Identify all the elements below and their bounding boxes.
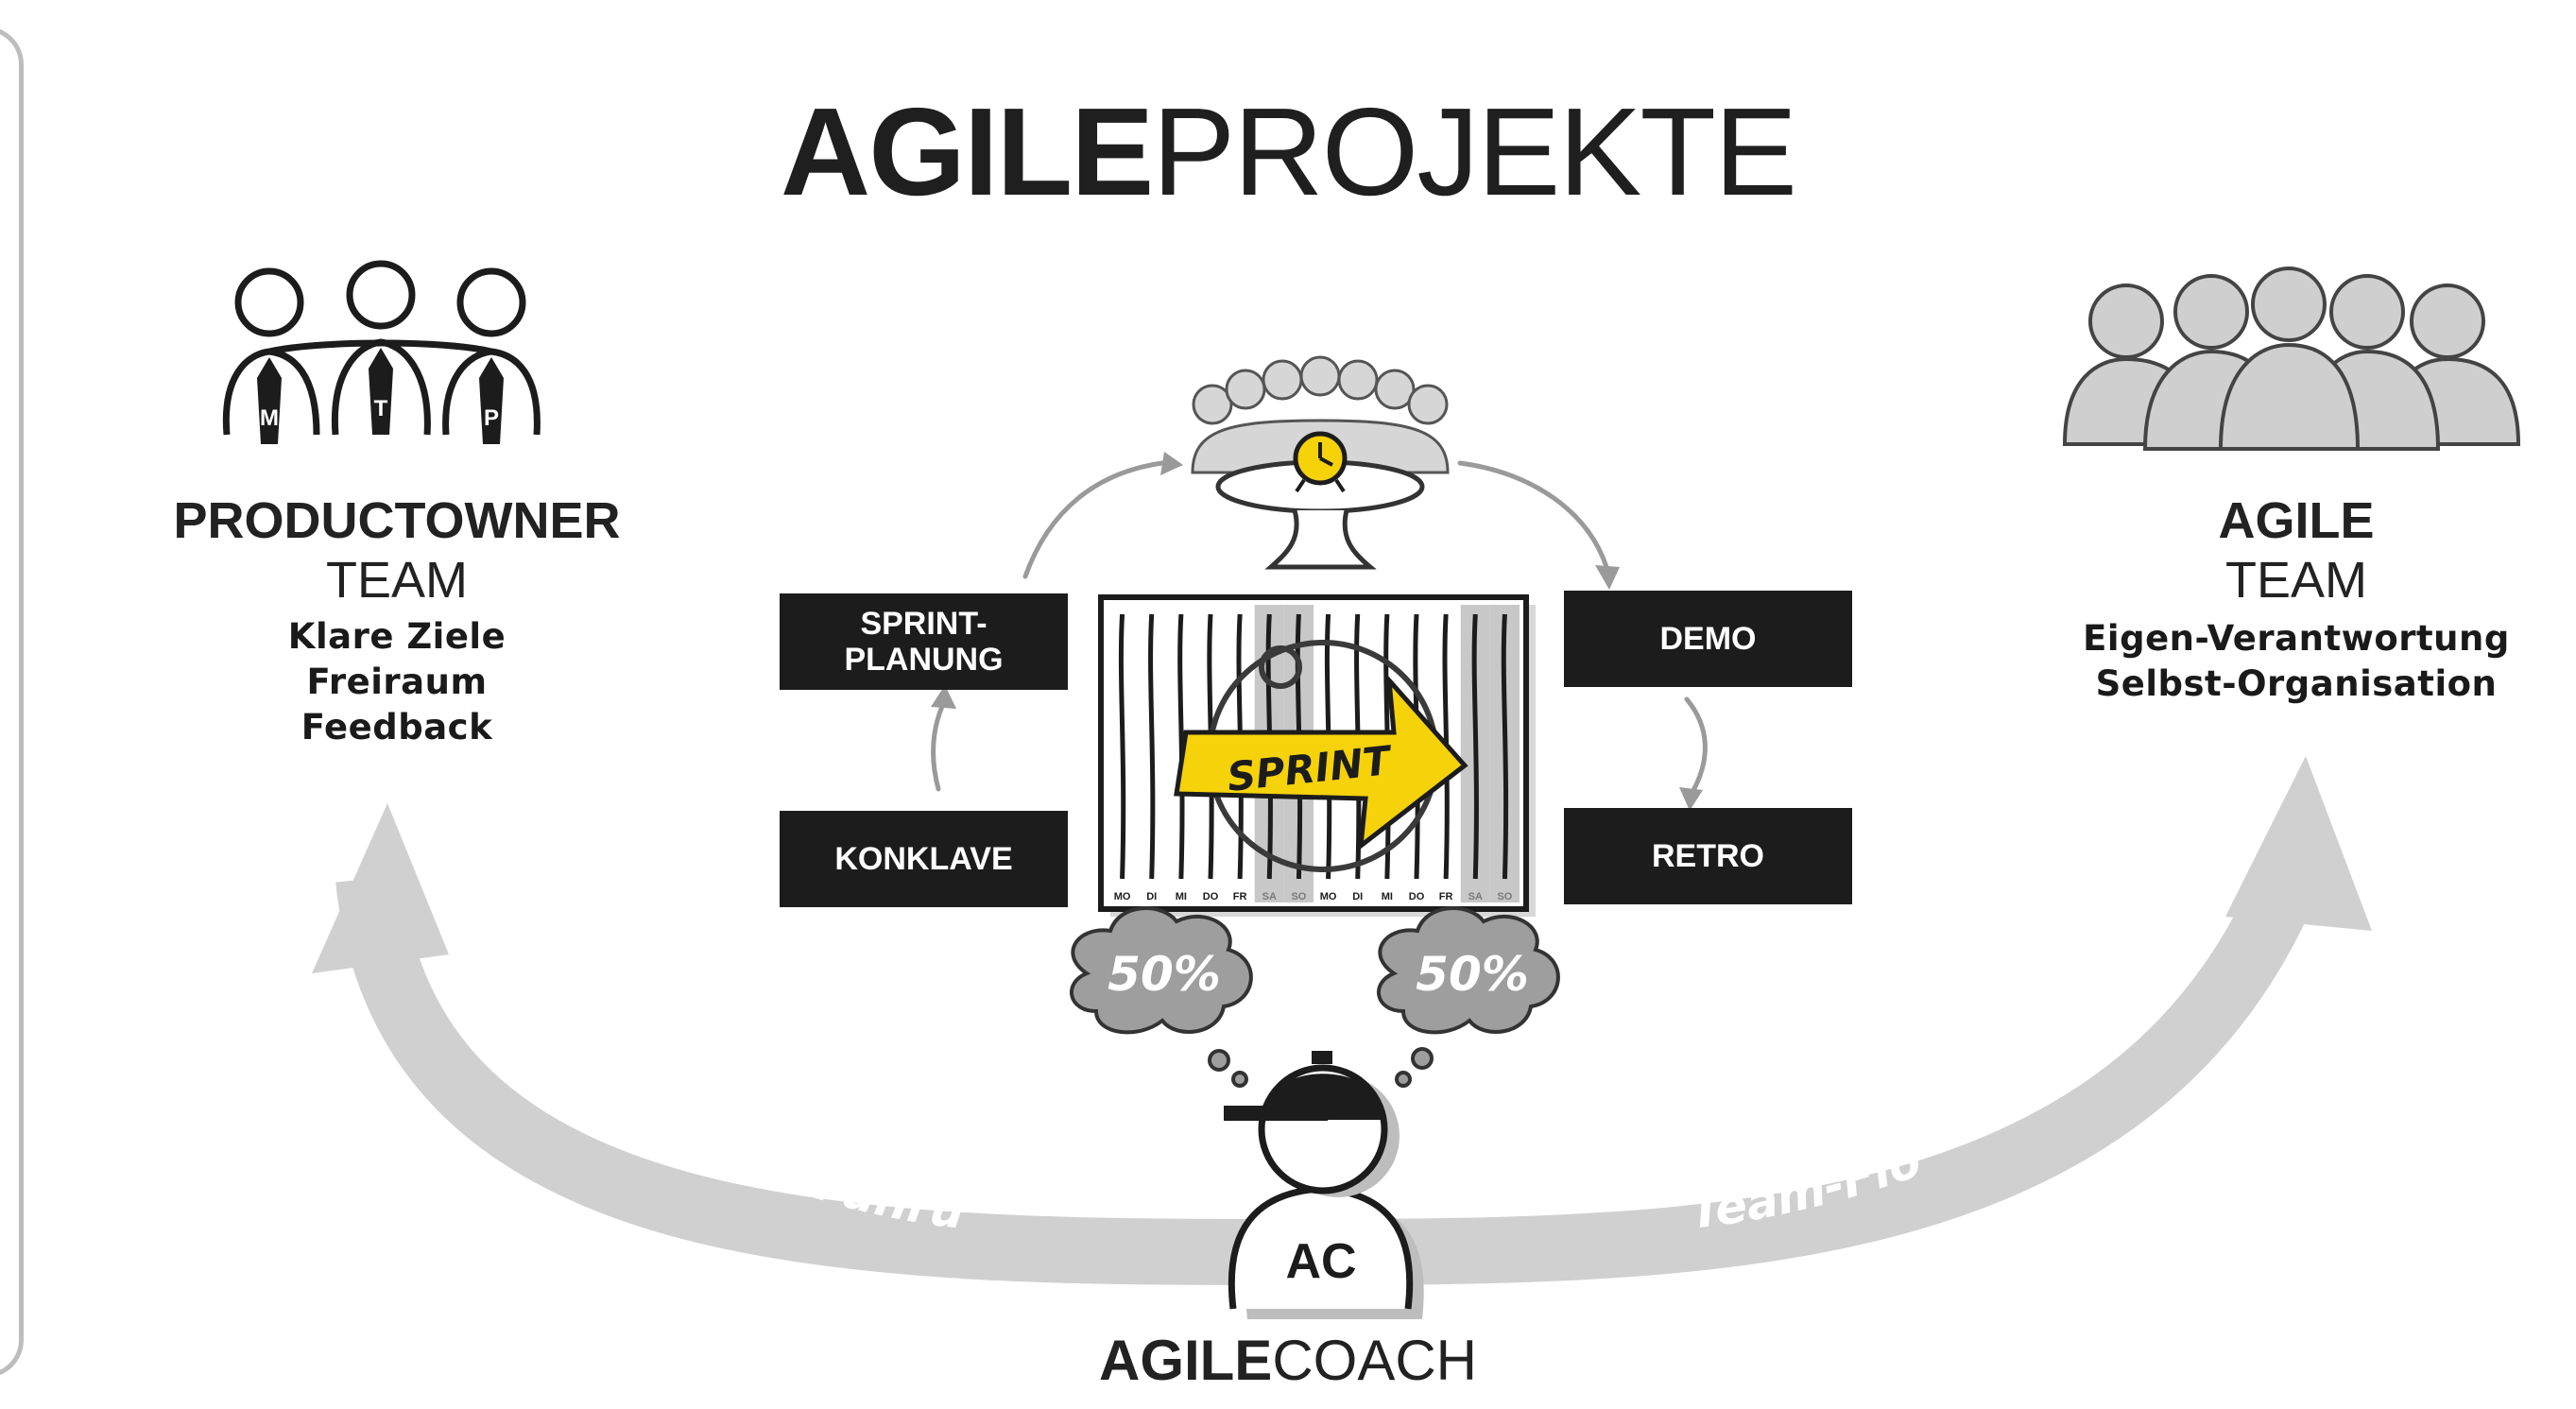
- agile-team-sub: TEAM: [2224, 552, 2367, 609]
- arrow-demo-to-retro: [1684, 696, 1708, 797]
- day-column-line: [1295, 613, 1303, 880]
- day-label: SO: [1291, 891, 1306, 902]
- day-label: FR: [1233, 891, 1247, 902]
- day-column-line: [1265, 613, 1273, 880]
- arrow-konklave-to-planung: [931, 701, 946, 792]
- thought-cloud-right: [1377, 906, 1560, 1088]
- agile-coach-label: AGILECOACH: [0, 1332, 2576, 1389]
- day-label: MI: [1382, 891, 1393, 902]
- day-label: SA: [1468, 891, 1483, 902]
- title-bold: AGILE: [780, 82, 1154, 221]
- sprint-planung-box: SPRINT- PLANUNG: [780, 593, 1068, 690]
- sprint-arrow: [1174, 673, 1468, 851]
- title-light: PROJEKTE: [1152, 82, 1797, 221]
- day-label: SO: [1497, 891, 1512, 902]
- day-column-line: [1354, 613, 1362, 880]
- day-label: DO: [1203, 891, 1219, 902]
- alarm-clock-icon: [1293, 431, 1348, 493]
- tie-icons: [257, 348, 504, 444]
- retro-box: RETRO: [1564, 808, 1852, 904]
- productowner-points: Klare Ziele Freiraum Feedback: [132, 614, 661, 750]
- day-column-line: [1148, 613, 1156, 880]
- day-label: MO: [1114, 891, 1131, 902]
- flow-arrows: [931, 460, 1708, 797]
- demo-box: DEMO: [1564, 591, 1852, 687]
- arrow-planung-to-meeting: [1022, 460, 1165, 579]
- sprint-planung-line: PLANUNG: [844, 642, 1004, 678]
- productowner-point: Feedback: [301, 707, 493, 747]
- day-column-line: [1501, 613, 1509, 880]
- day-label: MI: [1176, 891, 1187, 902]
- thought-cloud-left: [1070, 906, 1253, 1088]
- agile-team-point: Eigen-Verantwortung: [2083, 618, 2510, 659]
- day-label: DI: [1352, 891, 1363, 902]
- agile-team-icon: [2062, 266, 2521, 451]
- agile-coach-icon: [1224, 1051, 1424, 1319]
- productowner-icon: [222, 260, 541, 436]
- thought-left-value: 50%: [1108, 947, 1221, 1002]
- tie-letter-t: T: [374, 396, 388, 421]
- arc-arrowhead-left: [312, 803, 449, 973]
- day-label: SA: [1262, 891, 1277, 902]
- tie-letter-m: M: [260, 405, 279, 431]
- thought-right-value: 50%: [1416, 947, 1529, 1002]
- day-column-line: [1471, 613, 1479, 880]
- day-label: DI: [1146, 891, 1157, 902]
- day-column-line: [1118, 613, 1126, 880]
- konklave-box: KONKLAVE: [780, 811, 1068, 907]
- sprint-planung-line: SPRINT-: [860, 606, 987, 642]
- productowner-sub: TEAM: [325, 552, 468, 609]
- day-label: FR: [1439, 891, 1453, 902]
- day-column-line: [1177, 613, 1185, 880]
- tie-letter-p: P: [484, 405, 499, 431]
- agile-team-heading: AGILE: [2218, 492, 2375, 549]
- day-column-line: [1383, 613, 1391, 880]
- day-label: MO: [1320, 891, 1337, 902]
- arrow-meeting-to-demo: [1457, 460, 1609, 570]
- arc-arrowhead-right: [2225, 756, 2372, 931]
- productowner-point: Freiraum: [306, 662, 488, 702]
- day-label: DO: [1409, 891, 1425, 902]
- coach-shirt-label: AC: [1285, 1234, 1356, 1289]
- day-column-line: [1207, 613, 1214, 880]
- page-title: AGILEPROJEKTE: [0, 90, 2576, 215]
- productowner-heading: PRODUCTOWNER: [173, 492, 621, 549]
- flow-arrowheads: [931, 452, 1703, 811]
- day-column-line: [1442, 613, 1450, 880]
- coach-light: COACH: [1272, 1329, 1478, 1392]
- agile-team-point: Selbst-Organisation: [2095, 663, 2498, 704]
- agile-team-points: Eigen-Verantwortung Selbst-Organisation: [2032, 616, 2561, 707]
- productowner-point: Klare Ziele: [287, 616, 507, 657]
- coach-bold: AGILE: [1098, 1329, 1273, 1392]
